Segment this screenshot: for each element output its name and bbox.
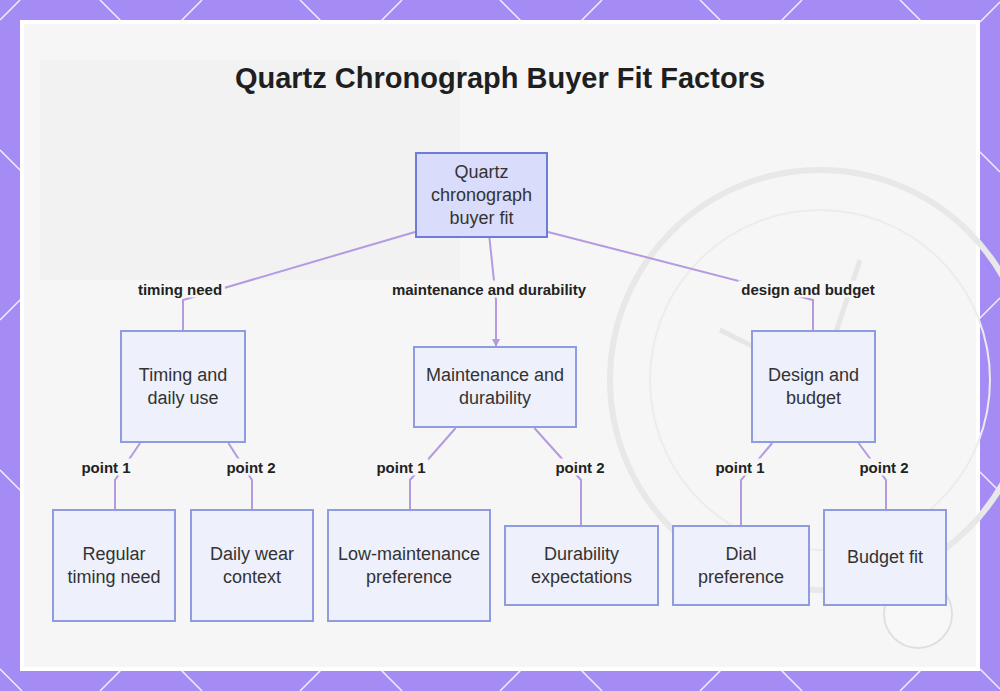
box-content: Low-maintenance preference	[337, 543, 481, 589]
edge-label: point 1	[78, 459, 133, 476]
edge-label: point 2	[856, 459, 911, 476]
box-text: Low-maintenance preference	[337, 543, 481, 589]
edge-label: point 1	[712, 459, 767, 476]
box-text: Durability expectations	[514, 543, 649, 589]
panel	[22, 22, 978, 669]
box-text: Design and budget	[761, 364, 866, 410]
factor-box: Daily wear context	[190, 509, 314, 622]
connector	[115, 443, 140, 509]
factor-box: Maintenance and durability	[413, 346, 577, 428]
box-content: Quartz chronograph buyer fit	[425, 161, 538, 230]
box-text: Budget fit	[847, 546, 923, 569]
factor-box: Dial preference	[672, 525, 810, 606]
box-content: Maintenance and durability	[423, 364, 567, 410]
box-content: Daily wear context	[200, 543, 304, 589]
box-text: Timing and daily use	[130, 364, 236, 410]
box-content: Regular timing need	[62, 543, 166, 589]
diagram-title: Quartz Chronograph Buyer Fit Factors	[0, 62, 1000, 95]
factor-box: Regular timing need	[52, 509, 176, 622]
watch-watermark	[650, 210, 990, 550]
edge-label: point 2	[552, 459, 607, 476]
edge-label: point 1	[373, 459, 428, 476]
factor-box: Design and budget	[751, 330, 876, 443]
box-text: Quartz chronograph buyer fit	[425, 161, 538, 230]
box-text: Regular timing need	[62, 543, 166, 589]
edge-label: maintenance and durability	[389, 281, 589, 298]
box-text: Maintenance and durability	[423, 364, 567, 410]
connector	[859, 443, 887, 509]
connector	[534, 428, 581, 525]
factor-box: Timing and daily use	[120, 330, 246, 443]
edge-label: timing need	[135, 281, 225, 298]
edge-label: design and budget	[738, 281, 877, 298]
box-text: Dial preference	[682, 543, 800, 589]
connector	[741, 443, 772, 525]
box-content: Design and budget	[761, 364, 866, 410]
factor-box: Durability expectations	[504, 525, 659, 606]
box-content: Budget fit	[847, 546, 923, 569]
box-text: Daily wear context	[200, 543, 304, 589]
factor-box: Budget fit	[823, 509, 947, 606]
edge-label: point 2	[223, 459, 278, 476]
factor-box: Low-maintenance preference	[327, 509, 491, 622]
box-content: Timing and daily use	[130, 364, 236, 410]
connector	[228, 443, 252, 509]
box-content: Dial preference	[682, 543, 800, 589]
root-box: Quartz chronograph buyer fit	[415, 152, 548, 238]
box-content: Durability expectations	[514, 543, 649, 589]
